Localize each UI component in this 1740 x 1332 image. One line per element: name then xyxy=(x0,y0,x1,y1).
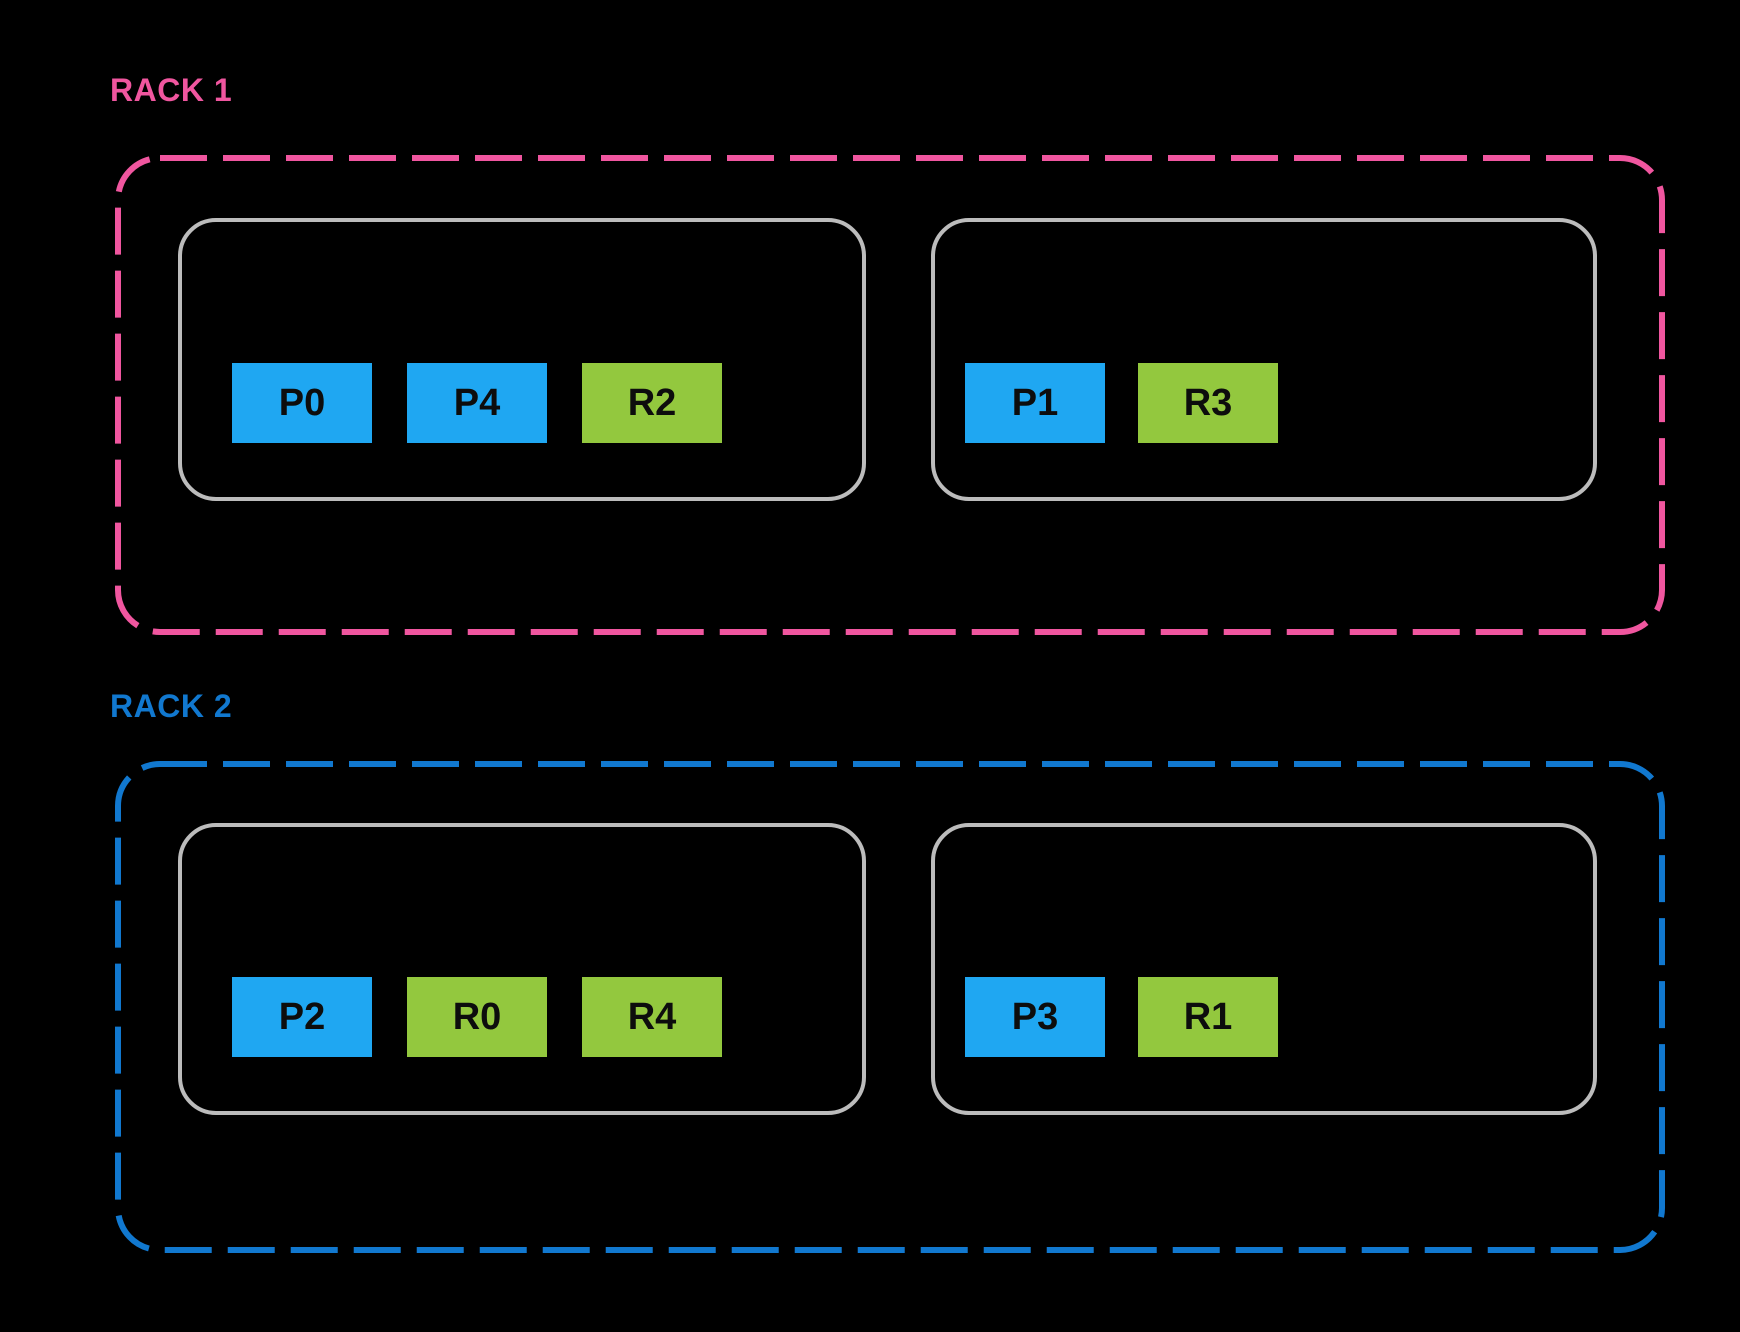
chip-r0: R0 xyxy=(407,977,547,1057)
rack2-node-2: P3 R1 xyxy=(931,823,1597,1115)
chip-p3: P3 xyxy=(965,977,1105,1057)
chip-p1: P1 xyxy=(965,363,1105,443)
chip-r4: R4 xyxy=(582,977,722,1057)
chip-p4: P4 xyxy=(407,363,547,443)
chip-p2: P2 xyxy=(232,977,372,1057)
rack1-node-2: P1 R3 xyxy=(931,218,1597,501)
rack1-dashed-border xyxy=(115,155,1665,635)
rack2-node-1: P2 R0 R4 xyxy=(178,823,866,1115)
chip-r1: R1 xyxy=(1138,977,1278,1057)
rack1-title: RACK 1 xyxy=(110,72,233,108)
rack1-boundary xyxy=(115,155,1665,635)
rack2-title: RACK 2 xyxy=(110,688,233,724)
rack2-boundary xyxy=(115,761,1665,1253)
chip-r2: R2 xyxy=(582,363,722,443)
rack2-dashed-border xyxy=(115,761,1665,1253)
rack1-node-1: P0 P4 R2 xyxy=(178,218,866,501)
chip-r3: R3 xyxy=(1138,363,1278,443)
chip-p0: P0 xyxy=(232,363,372,443)
